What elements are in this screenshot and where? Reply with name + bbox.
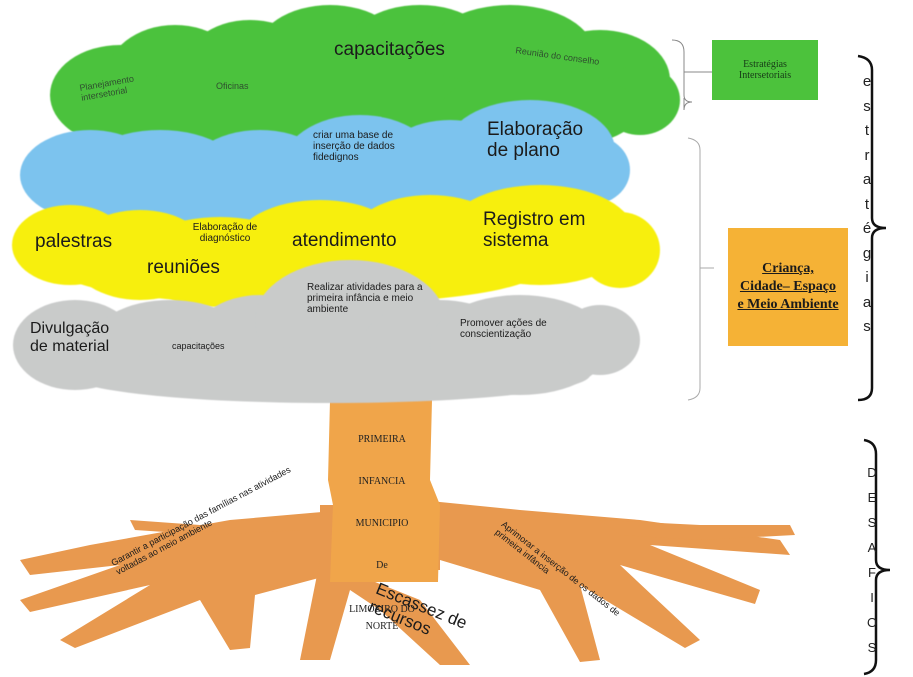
estrategias-letter-2: s — [863, 97, 871, 115]
grey-promover-label: Promover ações de conscientização — [460, 318, 547, 340]
desafios-vertical-label: D E S A F I O S — [863, 460, 881, 660]
estrategias-intersetoriais-label: Estratégias Intersetoriais — [738, 59, 792, 81]
roots — [20, 500, 795, 665]
estrategias-intersetoriais-box: Estratégias Intersetoriais — [712, 40, 818, 100]
trunk-line-2: INFANCIA — [358, 476, 406, 487]
grey-realizar-atividades-label: Realizar atividades para a primeira infâ… — [307, 282, 423, 315]
estrategias-letter-9: i — [865, 269, 869, 286]
desafios-letter-1: D — [867, 465, 877, 480]
crianca-cidade-label: Criança, Cidade– Espaço e Meio Ambiente — [737, 261, 839, 312]
estrategias-letter-10: a — [862, 293, 872, 311]
estrategias-vertical-label: e s t r a t é g i a s — [857, 70, 877, 340]
estrategias-letter-1: e — [862, 73, 872, 90]
trunk-line-4: De — [376, 560, 388, 571]
root-right-1 — [420, 500, 790, 662]
bracket-estrategias — [857, 54, 887, 402]
yellow-palestras-label: palestras — [35, 231, 113, 252]
grey-cloud-layer — [13, 260, 640, 403]
crianca-cidade-box: Criança, Cidade– Espaço e Meio Ambiente — [728, 228, 848, 346]
green-capacitacoes-label: capacitações — [334, 39, 445, 60]
trunk-line-1: PRIMEIRA — [358, 434, 406, 445]
yellow-elaboracao-diagnostico-label: Elaboração de diagnóstico — [192, 222, 258, 244]
desafios-letter-6: I — [870, 590, 874, 605]
estrategias-letter-6: t — [864, 195, 870, 213]
root-left-1 — [20, 510, 345, 650]
yellow-registro-label: Registro em sistema — [483, 209, 586, 251]
bracket-green — [671, 39, 693, 111]
blue-base-dados-label: criar uma base de inserção de dados fide… — [313, 130, 395, 163]
root-right-2 — [600, 520, 795, 540]
desafios-letter-4: A — [867, 540, 877, 555]
yellow-atendimento-label: atendimento — [292, 230, 397, 251]
trunk-line-5: LIMOEIRO DO NORTE — [349, 604, 415, 632]
green-oficinas-label: Oficinas — [216, 81, 249, 91]
grey-divulgacao-label: Divulgação de material — [30, 320, 110, 355]
yellow-cloud-layer — [12, 185, 660, 307]
bracket-desafios — [863, 438, 891, 676]
desafios-letter-7: O — [866, 615, 878, 630]
grey-capacitacoes-label: capacitações — [172, 341, 225, 351]
estrategias-letter-5: a — [862, 171, 872, 188]
desafios-letter-8: S — [867, 640, 877, 655]
estrategias-letter-7: é — [862, 220, 872, 237]
desafios-letter-2: E — [867, 490, 877, 505]
bracket-lower — [687, 137, 701, 401]
root-left-2 — [130, 515, 300, 535]
estrategias-letter-3: t — [864, 122, 870, 139]
estrategias-letter-11: s — [863, 318, 871, 335]
trunk-line-3: MUNICIPIO — [355, 518, 409, 529]
yellow-reunioes-label: reuniões — [147, 257, 220, 278]
desafios-letter-5: F — [868, 565, 876, 580]
blue-elaboracao-plano-label: Elaboração de plano — [487, 119, 584, 161]
estrategias-letter-8: g — [862, 244, 872, 262]
desafios-letter-3: S — [867, 515, 877, 530]
trunk-label: PRIMEIRA INFANCIA MUNICIPIO De LIMOEIRO … — [336, 408, 428, 656]
root-mid — [300, 560, 470, 665]
estrategias-letter-4: r — [864, 146, 870, 164]
tree-trunk — [328, 400, 440, 582]
